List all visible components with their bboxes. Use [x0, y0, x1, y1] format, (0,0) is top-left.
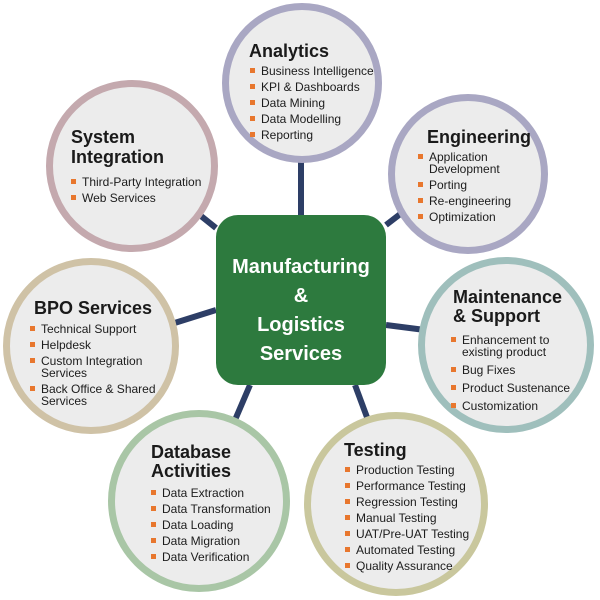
list-item: Product Sustenance	[451, 382, 570, 394]
list-item: Data Loading	[151, 519, 271, 531]
database-activities-title: Database Activities	[151, 442, 232, 481]
engineering-circle: Engineering Application Development Port…	[388, 94, 548, 254]
connector-database	[232, 383, 253, 422]
system-integration-circle: System Integration Third-Party Integrati…	[46, 80, 218, 252]
center-hub: Manufacturing & Logistics Services	[216, 215, 386, 385]
maintenance-support-title: Maintenance & Support	[453, 287, 563, 326]
analytics-title: Analytics	[249, 41, 330, 61]
bpo-services-title: BPO Services	[34, 298, 153, 318]
bpo-services-circle: BPO Services Technical Support Helpdesk …	[3, 258, 179, 434]
list-item: Production Testing	[345, 464, 469, 476]
list-item: Data Mining	[250, 97, 374, 109]
list-item: Bug Fixes	[451, 364, 570, 376]
testing-list: Production Testing Performance Testing R…	[345, 464, 469, 576]
list-item: Data Modelling	[250, 113, 374, 125]
list-item: Customization	[451, 400, 570, 412]
list-item: UAT/Pre-UAT Testing	[345, 528, 469, 540]
list-item: Regression Testing	[345, 496, 469, 508]
list-item: Data Transformation	[151, 503, 271, 515]
list-item: Data Verification	[151, 551, 271, 563]
list-item: Custom Integration Services	[30, 355, 156, 379]
connector-testing	[352, 383, 371, 422]
engineering-list: Application Development Porting Re-engin…	[418, 151, 511, 227]
list-item: KPI & Dashboards	[250, 81, 374, 93]
system-integration-title: System Integration	[71, 127, 164, 167]
list-item: Helpdesk	[30, 339, 156, 351]
list-item: Data Migration	[151, 535, 271, 547]
database-activities-circle: Database Activities Data Extraction Data…	[108, 410, 290, 592]
engineering-title: Engineering	[427, 127, 532, 147]
list-item: Re-engineering	[418, 195, 511, 207]
list-item: Reporting	[250, 129, 374, 141]
analytics-list: Business Intelligence KPI & Dashboards D…	[250, 65, 374, 145]
list-item: Third-Party Integration	[71, 176, 201, 188]
bpo-services-list: Technical Support Helpdesk Custom Integr…	[30, 323, 156, 411]
list-item: Manual Testing	[345, 512, 469, 524]
list-item: Optimization	[418, 211, 511, 223]
list-item: Quality Assurance	[345, 560, 469, 572]
list-item: Data Extraction	[151, 487, 271, 499]
database-activities-list: Data Extraction Data Transformation Data…	[151, 487, 271, 567]
list-item: Enhancement to existing product	[451, 334, 570, 358]
list-item: Automated Testing	[345, 544, 469, 556]
list-item: Web Services	[71, 192, 201, 204]
list-item: Application Development	[418, 151, 511, 175]
center-label: Manufacturing & Logistics Services	[232, 256, 370, 365]
system-integration-list: Third-Party Integration Web Services	[71, 176, 201, 208]
list-item: Performance Testing	[345, 480, 469, 492]
maintenance-support-list: Enhancement to existing product Bug Fixe…	[451, 334, 570, 416]
maintenance-support-circle: Maintenance & Support Enhancement to exi…	[418, 257, 594, 433]
list-item: Technical Support	[30, 323, 156, 335]
testing-circle: Testing Production Testing Performance T…	[304, 412, 488, 596]
list-item: Porting	[418, 179, 511, 191]
analytics-circle: Analytics Business Intelligence KPI & Da…	[222, 3, 382, 163]
list-item: Back Office & Shared Services	[30, 383, 156, 407]
testing-title: Testing	[344, 440, 407, 460]
list-item: Business Intelligence	[250, 65, 374, 77]
